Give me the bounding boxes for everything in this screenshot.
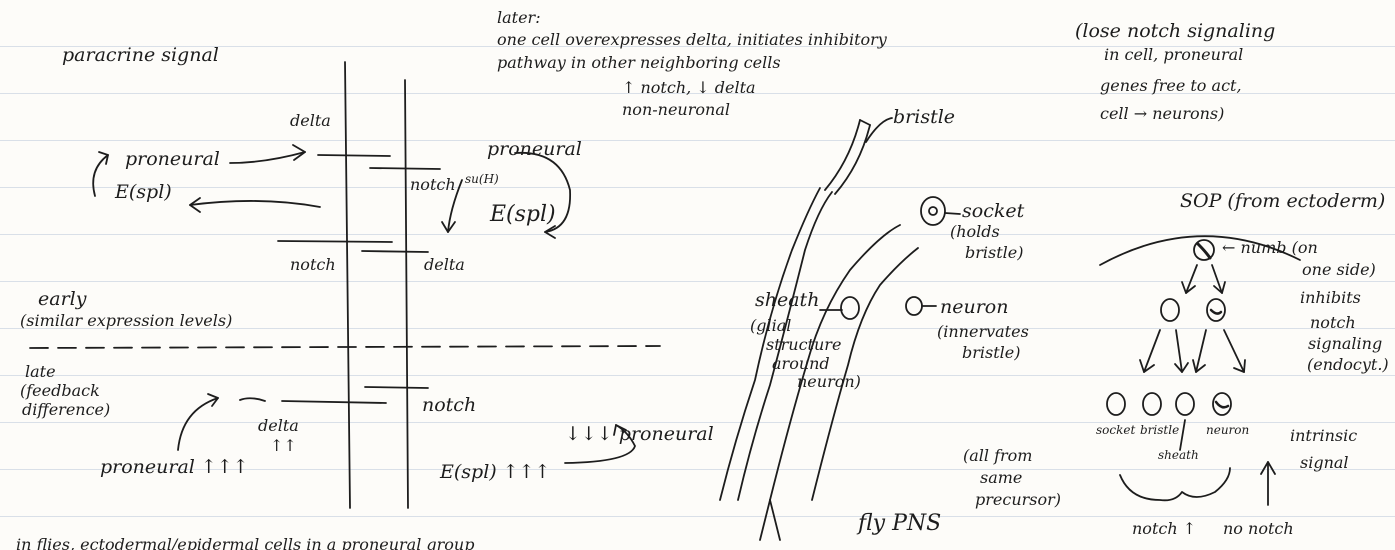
cell-neuron (1213, 393, 1231, 415)
later-label: later: (497, 10, 541, 26)
early-label: early (38, 290, 86, 309)
espl-label-left: E(spl) (115, 183, 172, 202)
inhibits-label-4: (endocyt.) (1307, 357, 1389, 373)
sheath-label: sheath (755, 291, 819, 310)
inhibits-label-1: inhibits (1300, 290, 1361, 306)
sheath-note-1: (glial (750, 318, 791, 334)
intrinsic-label-1: intrinsic (1290, 428, 1357, 444)
neuron-note-2: bristle) (962, 345, 1020, 361)
cell-boundary-right (405, 80, 408, 508)
notch-label-upper: notch (410, 177, 456, 193)
notch-late-label: notch (422, 396, 476, 415)
socket-cell (921, 197, 945, 225)
notch-label-lower: notch (290, 257, 336, 273)
notch-up-label: notch ↑ (1132, 521, 1196, 537)
lose-notch-2: in cell, proneural (1104, 47, 1243, 63)
sheath-note-3: around (772, 356, 830, 372)
delta-late-label: delta (258, 418, 299, 434)
same-precursor-1: (all from (963, 448, 1032, 464)
socket-note-1: (holds (950, 224, 1000, 240)
arrow-proneural-to-delta (230, 152, 305, 163)
notch-up-delta-down: ↑ notch, ↓ delta (622, 80, 756, 96)
bristle-hair (825, 120, 860, 190)
cell-bristle (1143, 393, 1161, 415)
paracrine-signal-label: paracrine signal (62, 46, 219, 65)
difference-label: difference) (22, 402, 110, 418)
bottom-note: in flies, ectodermal/epidermal cells in … (16, 537, 474, 550)
numb-label-1: ← numb (on (1222, 240, 1318, 256)
lineage-sheath-label: sheath (1158, 449, 1199, 461)
daughter-left (1161, 299, 1179, 321)
sheath-note-2: structure (766, 337, 841, 353)
nerve-end-left (760, 500, 770, 540)
arrow-espl-left (190, 201, 320, 207)
lineage-bristle-label: bristle (1140, 424, 1179, 436)
lose-notch-1: (lose notch signaling (1075, 22, 1275, 41)
neuron-cell (906, 297, 922, 315)
lineage-socket-label: socket (1096, 424, 1135, 436)
late-label: late (25, 364, 56, 380)
cell-boundary-left (345, 62, 350, 508)
proneural-up-label: proneural ↑↑↑ (100, 458, 249, 477)
sheath-cell (841, 297, 859, 319)
su-h-label: su(H) (465, 173, 499, 185)
no-notch-label: no notch (1223, 521, 1294, 537)
early-late-divider (30, 346, 660, 348)
inhibits-label-2: notch (1310, 315, 1356, 331)
proneural-down-label: ↓↓↓ proneural (565, 425, 714, 444)
fly-pns-label: fly PNS (858, 513, 941, 535)
bristle-label: bristle (893, 108, 955, 127)
lineage-neuron-label: neuron (1206, 424, 1249, 436)
numb-label-2: one side) (1302, 262, 1376, 278)
delta-late-arrows: ↑↑ (270, 438, 297, 454)
same-precursor-3: precursor) (975, 492, 1061, 508)
later-line-1: one cell overexpresses delta, initiates … (497, 32, 887, 48)
sop-label: SOP (from ectoderm) (1180, 192, 1385, 211)
inhibits-label-3: signaling (1308, 336, 1382, 352)
espl-label-right: E(spl) (490, 204, 556, 226)
notch-brace (1120, 468, 1230, 500)
proneural-label-right: proneural (487, 140, 582, 159)
arrow-late-curve (240, 398, 265, 401)
socket-label: socket (962, 202, 1024, 221)
later-line-2: pathway in other neighboring cells (497, 55, 781, 71)
sheath-note-4: neuron) (797, 374, 861, 390)
similar-expression-label: (similar expression levels) (20, 313, 232, 329)
cell-socket (1107, 393, 1125, 415)
espl-up-label: E(spl) ↑↑↑ (440, 463, 550, 482)
proneural-label-left: proneural (125, 150, 220, 169)
same-precursor-2: same (980, 470, 1022, 486)
sheath-pointer (1180, 420, 1185, 450)
intrinsic-label-2: signal (1300, 455, 1349, 471)
neuron-note-1: (innervates (937, 324, 1029, 340)
lose-notch-3: genes free to act, (1100, 78, 1242, 94)
socket-note-2: bristle) (965, 245, 1023, 261)
bristle-pointer (866, 118, 892, 142)
daughter-right (1207, 299, 1225, 321)
lose-notch-4: cell → neurons) (1100, 106, 1224, 122)
delta-label-lower: delta (424, 257, 465, 273)
delta-label-upper: delta (290, 113, 331, 129)
neuron-label: neuron (940, 298, 1008, 317)
non-neuronal-label: non-neuronal (622, 102, 730, 118)
feedback-label: (feedback (20, 383, 100, 399)
cell-sheath (1176, 393, 1194, 415)
